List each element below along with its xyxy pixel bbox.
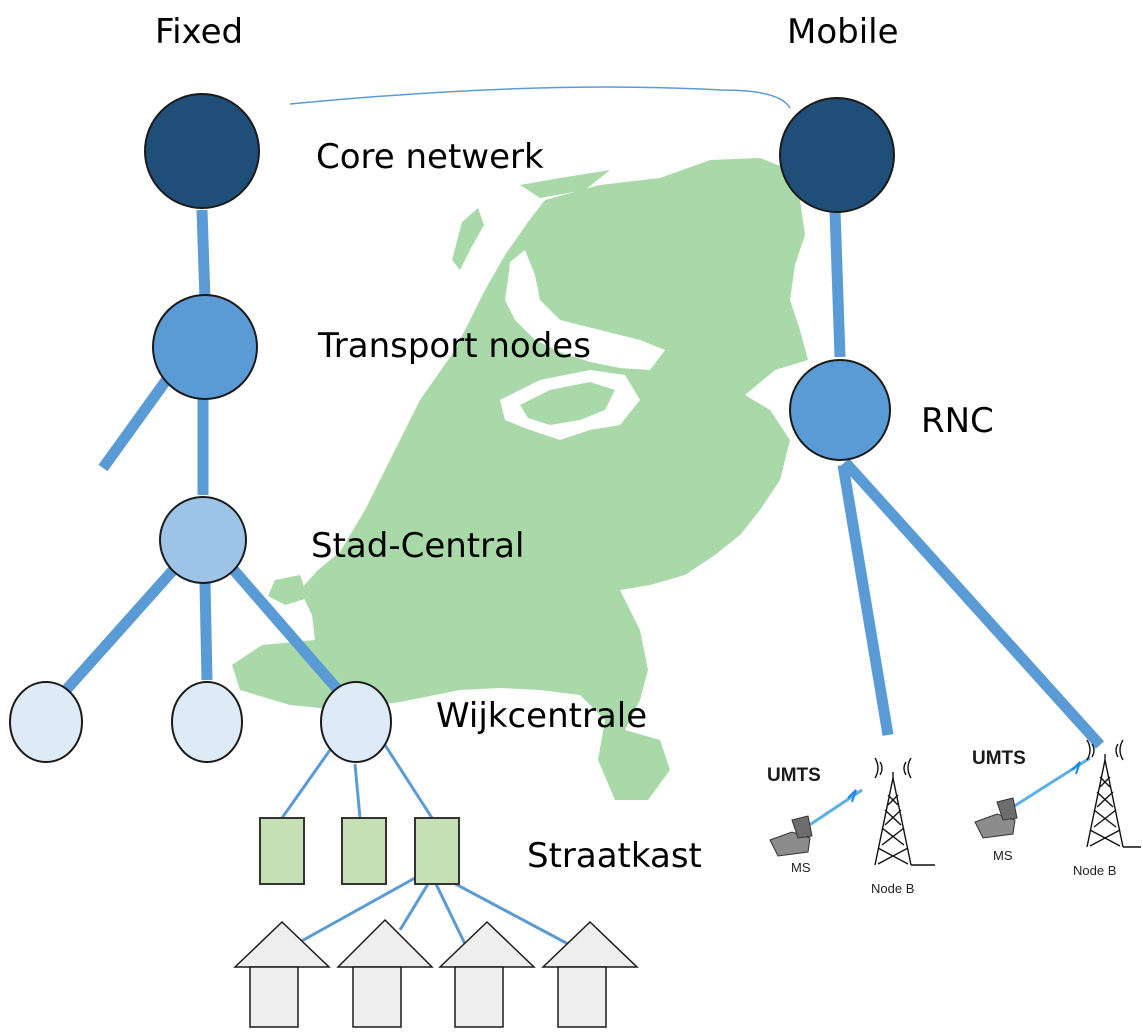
umts-2-title: UMTS [972, 748, 1026, 769]
level-label-wijk: Wijkcentrale [436, 696, 647, 736]
node-b-label-2: Node B [1073, 863, 1116, 878]
radio-link-1-zig [847, 789, 857, 803]
fixed-core-node [144, 93, 260, 209]
thin-links [280, 744, 571, 947]
radio-link-1 [801, 788, 863, 832]
level-label-rnc: RNC [921, 401, 994, 441]
wijk-node-1 [9, 681, 83, 763]
umts-unit-2: UMTS MS Node B [972, 739, 1141, 878]
umts-1-title: UMTS [767, 765, 821, 786]
straatkast-box-2 [341, 817, 387, 885]
link-core-transport [196, 209, 211, 301]
straatkast-box-3 [414, 817, 460, 885]
link-rnc-nodeb-2 [840, 458, 1105, 749]
node-b-tower-icon-1 [874, 757, 935, 866]
wijk-node-2 [171, 681, 243, 763]
node-b-tower-icon-2 [1086, 739, 1141, 848]
houses [233, 918, 639, 1028]
level-label-stad: Stad-Central [311, 526, 524, 566]
house-4 [541, 920, 639, 1028]
core-link-arc [289, 86, 791, 109]
fixed-transport-node [152, 294, 258, 400]
link-stad-wijk-3 [227, 564, 343, 694]
ms-phone-icon-2 [974, 797, 1018, 839]
link-stad-wijk-1 [61, 564, 180, 694]
column-label-fixed: Fixed [155, 12, 243, 52]
flevoland [520, 382, 615, 425]
level-label-transport: Transport nodes [317, 326, 591, 366]
house-3 [438, 920, 536, 1028]
ms-phone-icon-1 [769, 815, 813, 857]
mobile-core-node [779, 97, 895, 213]
umts-unit-1: UMTS MS Node B [767, 757, 935, 896]
wijk-node-3 [320, 681, 392, 763]
link-core-rnc [829, 209, 846, 358]
house-1 [233, 920, 331, 1028]
level-label-straat: Straatkast [527, 836, 702, 876]
ms-label-1: MS [791, 860, 811, 875]
fixed-links [61, 209, 343, 694]
column-label-mobile: Mobile [787, 12, 899, 52]
stad-central-node [159, 496, 247, 584]
link-stad-wijk-2 [199, 582, 213, 681]
ms-label-2: MS [993, 848, 1013, 863]
radio-link-2-zig [1071, 761, 1081, 775]
node-b-label-1: Node B [871, 881, 914, 896]
link-rnc-nodeb-1 [837, 464, 894, 736]
rnc-node [789, 359, 891, 461]
straatkast-box-1 [259, 817, 305, 885]
house-2 [336, 918, 434, 1028]
link-transport-stub [98, 371, 175, 472]
level-label-core: Core netwerk [316, 137, 544, 177]
netherlands-map [232, 158, 808, 800]
mobile-links [829, 209, 1105, 749]
